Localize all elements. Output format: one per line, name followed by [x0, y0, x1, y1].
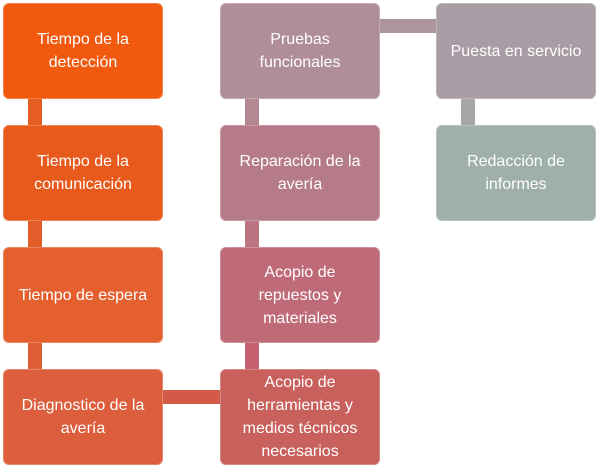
connector-diagnosis-tools — [163, 390, 220, 404]
node-label: Redacción de informes — [467, 153, 565, 193]
node-communication-time: Tiempo de la comunicación — [3, 125, 163, 221]
node-label: Diagnostico de la avería — [21, 397, 145, 437]
node-label: Puesta en servicio — [450, 42, 582, 60]
connector-detection-communication — [28, 99, 42, 125]
node-label: Tiempo de espera — [18, 286, 148, 304]
connector-communication-wait — [28, 221, 42, 247]
node-detection-time: Tiempo de la detección — [3, 3, 163, 99]
node-label: Tiempo de la comunicación — [34, 153, 132, 193]
node-label: Acopio de repuestos y materiales — [258, 263, 342, 327]
node-label: Reparación de la avería — [239, 153, 361, 193]
node-parts-supply: Acopio de repuestos y materiales — [220, 247, 380, 343]
connector-wait-diagnosis — [28, 343, 42, 369]
node-functional-tests: Pruebas funcionales — [220, 3, 380, 99]
node-tools-supply: Acopio de herramientas y medios técnicos… — [220, 369, 380, 465]
node-label: Pruebas funcionales — [259, 31, 341, 71]
node-commissioning: Puesta en servicio — [436, 3, 596, 99]
node-fault-diagnosis: Diagnostico de la avería — [3, 369, 163, 465]
connector-tools-parts — [245, 343, 259, 369]
connector-repair-tests — [245, 99, 259, 125]
connector-commissioning-reports — [461, 99, 475, 125]
node-report-writing: Redacción de informes — [436, 125, 596, 221]
node-wait-time: Tiempo de espera — [3, 247, 163, 343]
node-fault-repair: Reparación de la avería — [220, 125, 380, 221]
node-label: Acopio de herramientas y medios técnicos… — [242, 374, 358, 460]
connector-tests-commissioning — [380, 19, 436, 33]
connector-parts-repair — [245, 221, 259, 247]
node-label: Tiempo de la detección — [37, 31, 129, 71]
